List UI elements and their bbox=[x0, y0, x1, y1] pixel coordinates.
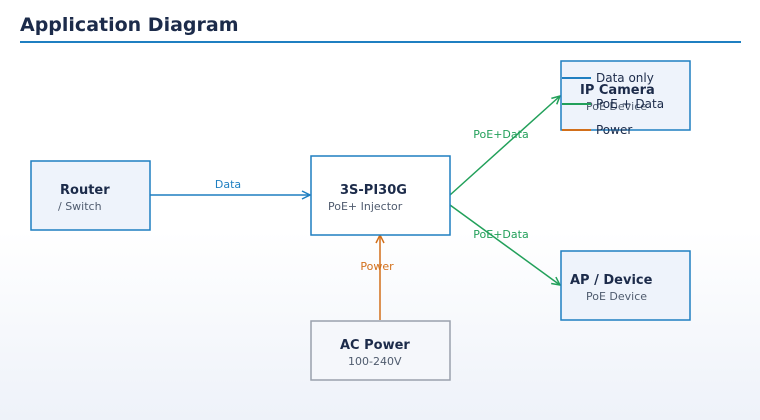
node-box bbox=[560, 60, 691, 131]
node-ap[interactable]: AP / Device PoE Device bbox=[560, 250, 691, 321]
node-subtitle: PoE Device bbox=[586, 290, 647, 303]
edge-power-injector: Power bbox=[360, 235, 394, 320]
edge-injector-camera: PoE+Data bbox=[449, 96, 560, 196]
edge-label-poe-camera: PoE+Data bbox=[473, 128, 528, 141]
node-subtitle: / Switch bbox=[58, 200, 102, 213]
node-box bbox=[310, 155, 451, 236]
legend-label-power: Power bbox=[596, 123, 632, 137]
node-subtitle: PoE+ Injector bbox=[328, 200, 403, 213]
poe-link-line bbox=[449, 204, 560, 285]
edge-label-data: Data bbox=[215, 178, 241, 191]
legend-label-data: Data only bbox=[596, 71, 654, 85]
page-title: Application Diagram bbox=[20, 14, 239, 36]
node-title: Router bbox=[60, 183, 110, 198]
node-box bbox=[30, 160, 151, 231]
edge-label-power: Power bbox=[360, 260, 394, 273]
node-title: 3S-PI30G bbox=[340, 183, 407, 198]
legend: Data only PoE + Data Power bbox=[562, 71, 664, 137]
node-subtitle: 100-240V bbox=[348, 355, 402, 368]
node-camera[interactable]: IP Camera PoE Device bbox=[560, 60, 691, 131]
node-router[interactable]: Router / Switch bbox=[30, 160, 151, 231]
poe-link-line bbox=[449, 96, 560, 196]
node-ac-power[interactable]: AC Power 100-240V bbox=[310, 320, 451, 381]
title-divider bbox=[20, 41, 741, 43]
legend-item-data: Data only bbox=[562, 71, 654, 85]
legend-item-poe: PoE + Data bbox=[562, 97, 664, 111]
node-title: AC Power bbox=[340, 338, 410, 353]
edge-label-poe-ap: PoE+Data bbox=[473, 228, 528, 241]
edge-injector-ap: PoE+Data bbox=[449, 204, 560, 285]
node-subtitle: PoE Device bbox=[586, 100, 647, 113]
node-box bbox=[560, 250, 691, 321]
edge-router-injector: Data bbox=[150, 178, 310, 195]
node-box bbox=[310, 320, 451, 381]
node-title: AP / Device bbox=[570, 273, 653, 288]
legend-item-power: Power bbox=[562, 123, 632, 137]
node-injector[interactable]: 3S-PI30G PoE+ Injector bbox=[310, 155, 451, 236]
node-title: IP Camera bbox=[580, 83, 655, 98]
legend-label-poe: PoE + Data bbox=[596, 97, 664, 111]
